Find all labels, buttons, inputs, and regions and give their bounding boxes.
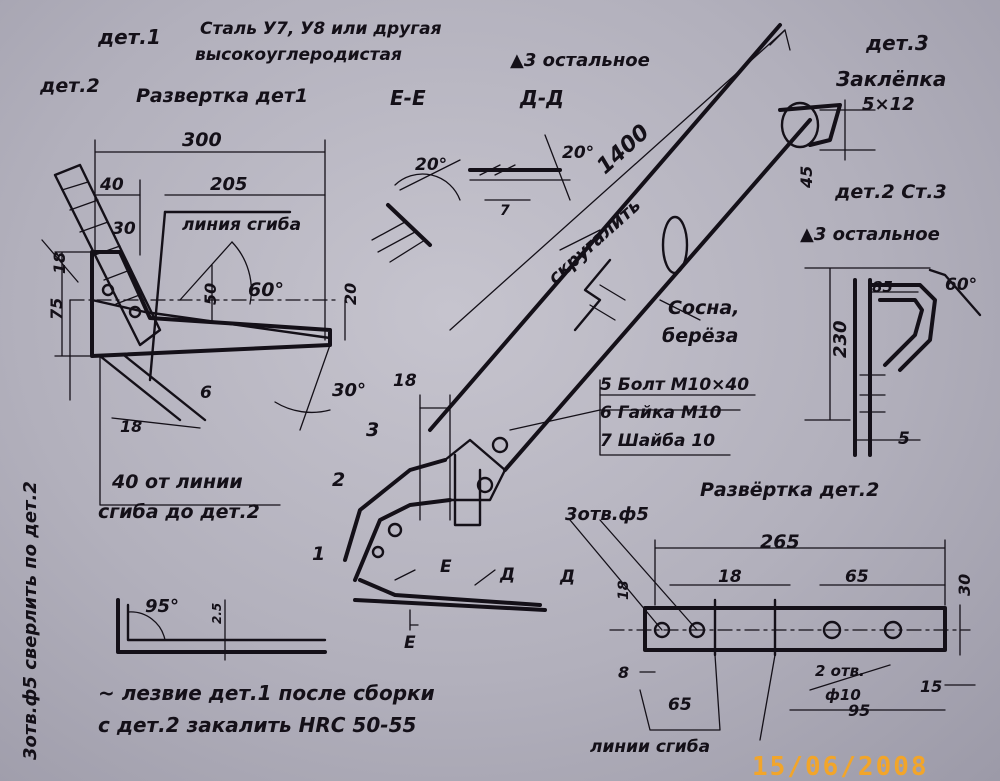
dim-30deg: 30° [332,380,366,401]
dim-30-right: 30 [955,574,974,596]
blade-assembly [343,394,547,631]
part-number-1: 1 [312,543,325,565]
dim-18-left: 18 [50,252,69,274]
dim-18-vertical: 18 [616,580,632,600]
part-number-2: 2 [332,469,345,491]
det3-name: Заклёпка [835,67,946,91]
roughness-note-2: ▲3 остальное [800,224,940,245]
dim-20: 20 [341,283,360,305]
det3-title: дет.3 [865,31,929,55]
bend-line-label: линия сгиба [182,215,301,235]
dim-18-right: 18 [718,567,742,587]
part-6-nut: 6 Гайка М10 [600,403,722,423]
section-marker-e2: Е [404,633,416,653]
dim-75: 75 [47,298,66,320]
wood-line2: берёза [662,325,739,347]
sections-e-d [371,134,571,263]
section-d-title: Д-Д [519,86,564,110]
det1-development-view [41,139,346,506]
handle-assembly [428,23,876,472]
dim-60deg-right: 60° [945,275,977,295]
note-40-line1: 40 от линии [111,471,243,493]
dim-95deg: 95° [145,596,179,617]
dim-2-5: 2.5 [210,603,224,624]
dim-20deg-b: 20° [562,143,594,163]
dim-85: 85 [872,278,893,296]
dim-7: 7 [500,203,510,219]
dim-205: 205 [210,174,248,195]
razvertka-det2-title: Развёртка дет.2 [700,479,879,501]
dim-60deg: 60° [248,279,284,301]
dim-50: 50 [201,283,220,305]
dim-95: 95 [848,701,870,720]
section-e-title: Е-Е [390,86,426,110]
blade-note-line1: ~ лезвие дет.1 после сборки [98,681,435,705]
section-marker-d1: Д [499,565,515,585]
det2-label-left: дет.2 [39,75,100,97]
photo-date-stamp: 15/06/2008 [752,752,929,781]
part-5-bolt: 5 Болт М10×40 [600,375,749,395]
dim-65-bottom: 65 [668,695,692,715]
dim-30: 30 [112,219,136,239]
section-marker-d2: Д [559,567,575,587]
det3-size: 5×12 [862,94,915,115]
det1-material-line1: Сталь У7, У8 или другая [200,19,442,39]
dim-20deg-a: 20° [415,155,447,175]
dim-18-low: 18 [120,417,142,436]
holes-10-count: 2 отв. [815,662,865,680]
roughness-note: ▲3 остальное [510,50,650,71]
razvertka-det1-title: Развертка дет1 [136,85,308,107]
det2-side-view [804,267,982,457]
dim-265: 265 [760,531,800,553]
dim-45: 45 [797,166,816,189]
dim-18-mid: 18 [393,371,417,391]
blade-note-line2: с дет.2 закалить HRC 50-55 [98,713,416,737]
drill-note: 3отв.ф5 сверлить по дет.2 [20,481,41,760]
dim-5: 5 [898,429,910,449]
det1-title: дет.1 [97,25,161,49]
section-marker-e1: Е [440,557,452,577]
dim-300: 300 [182,129,222,151]
wood-line1: Сосна, [668,297,739,319]
round-off-note: скругалить [544,195,645,289]
det1-material-line2: высокоуглеродистая [195,45,402,65]
note-40-line2: сгиба до дет.2 [98,501,260,523]
det2-development-view [569,519,976,741]
dim-230: 230 [830,320,851,358]
dim-65-right: 65 [845,567,869,587]
dim-1400: 1400 [592,120,654,180]
holes-5-note: 3отв.ф5 [565,504,649,525]
dim-8: 8 [618,663,629,682]
bend-angle-view [116,598,327,661]
dim-6: 6 [200,383,212,403]
part-7-washer: 7 Шайба 10 [600,431,715,451]
dim-40: 40 [99,175,124,195]
holes-10-diameter: ф10 [825,686,861,704]
det2-title-right: дет.2 Ст.3 [834,181,947,203]
bend-lines-label: линии сгиба [590,737,710,757]
dim-15: 15 [920,677,942,696]
part-number-3: 3 [366,419,379,441]
